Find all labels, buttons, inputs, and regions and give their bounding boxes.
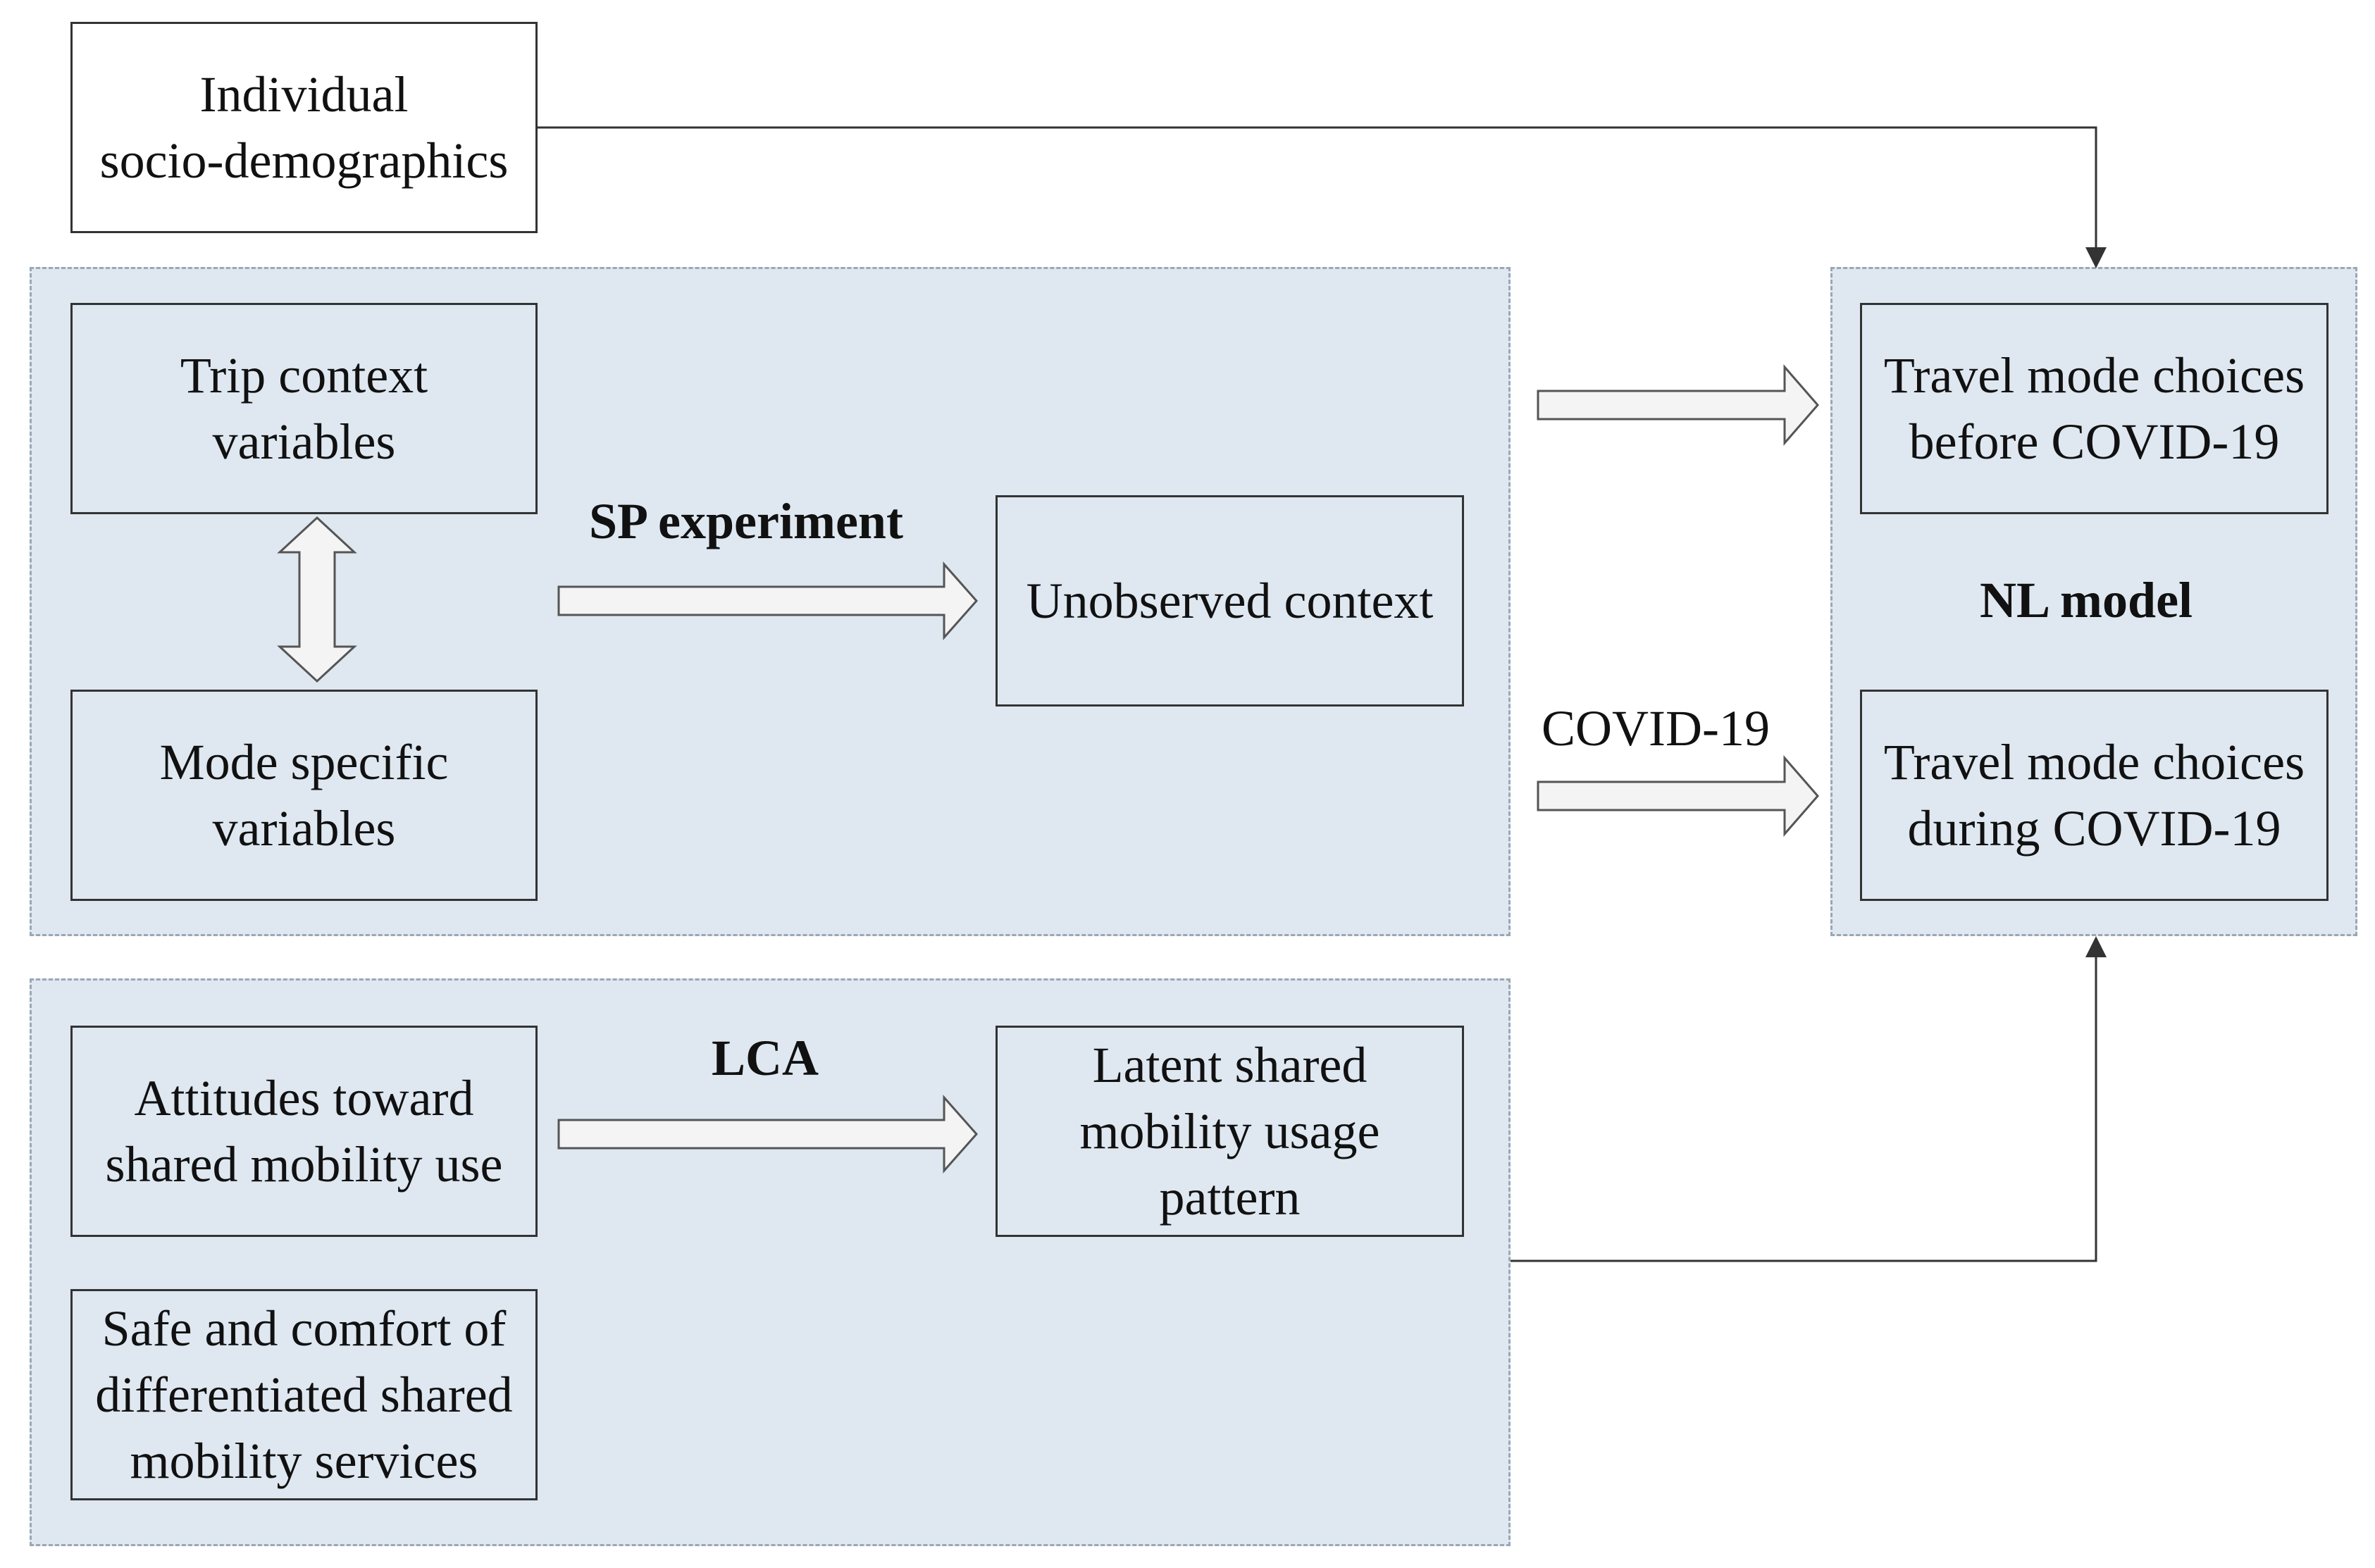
- lca-panel: [30, 978, 1511, 1546]
- nl-model-label: NL model: [1980, 572, 2193, 628]
- unobserved-context-box: Unobserved context: [996, 495, 1464, 707]
- before-covid-text: Travel mode choices before COVID-19: [1883, 347, 2305, 470]
- socio-demographics-text: Individual socio-demographics: [99, 66, 509, 189]
- latent-pattern-text: Latent shared mobility usage pattern: [1079, 1037, 1380, 1226]
- during-covid-box: Travel mode choices during COVID-19: [1860, 690, 2329, 901]
- covid-label: COVID-19: [1542, 700, 1770, 757]
- socio-to-nl-connector: [537, 126, 2107, 268]
- lca-label: LCA: [712, 1030, 819, 1086]
- trip-mode-double-arrow: [277, 516, 357, 683]
- before-covid-box: Travel mode choices before COVID-19: [1860, 303, 2329, 514]
- unobserved-context-text: Unobserved context: [1026, 573, 1434, 629]
- latent-pattern-box: Latent shared mobility usage pattern: [996, 1026, 1464, 1237]
- lca-to-nl-connector: [1511, 936, 2107, 1262]
- attitudes-box: Attitudes toward shared mobility use: [70, 1026, 538, 1237]
- during-covid-arrow: [1537, 754, 1819, 838]
- nl-model-panel: [1830, 267, 2357, 936]
- socio-demographics-box: Individual socio-demographics: [70, 22, 538, 233]
- sp-experiment-arrow: [557, 561, 979, 640]
- safe-comfort-text: Safe and comfort of differentiated share…: [95, 1300, 513, 1489]
- sp-experiment-label: SP experiment: [589, 493, 903, 549]
- attitudes-text: Attitudes toward shared mobility use: [105, 1070, 503, 1193]
- during-covid-text: Travel mode choices during COVID-19: [1883, 734, 2305, 857]
- lca-arrow: [557, 1095, 979, 1174]
- trip-context-box: Trip context variables: [70, 303, 538, 514]
- trip-context-text: Trip context variables: [180, 347, 428, 470]
- mode-specific-text: Mode specific variables: [159, 734, 449, 857]
- before-covid-arrow: [1537, 363, 1819, 447]
- safe-comfort-box: Safe and comfort of differentiated share…: [70, 1289, 538, 1500]
- mode-specific-box: Mode specific variables: [70, 690, 538, 901]
